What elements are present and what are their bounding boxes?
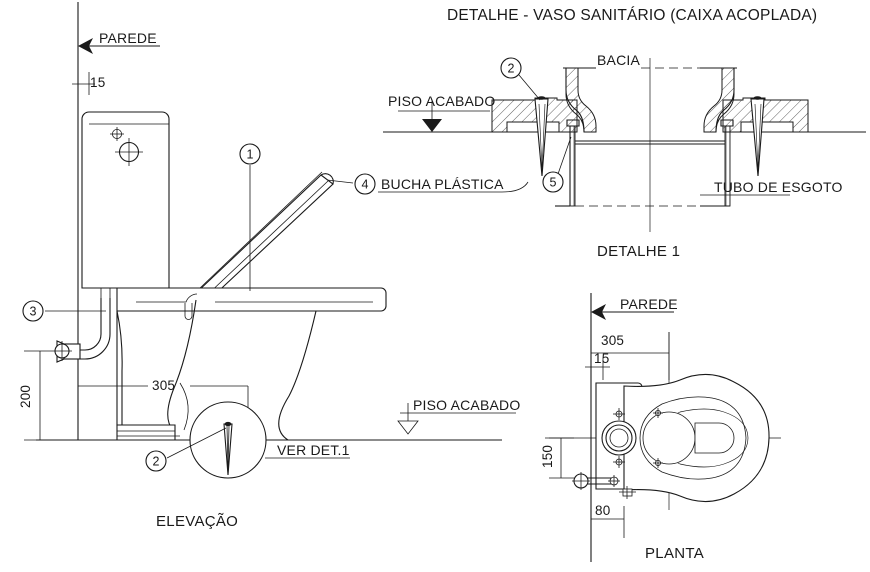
pedestal-left-body <box>116 310 123 426</box>
cistern-body <box>81 111 170 289</box>
svg-text:5: 5 <box>550 176 557 190</box>
svg-text:4: 4 <box>362 178 369 192</box>
plan-anchor-mark-lower <box>653 458 663 468</box>
svg-text:150: 150 <box>540 445 555 468</box>
drawing-title: DETALHE - VASO SANITÁRIO (CAIXA ACOPLADA… <box>447 7 817 24</box>
tubo-esgoto-label: TUBO DE ESGOTO <box>714 179 843 195</box>
svg-text:80: 80 <box>595 503 610 518</box>
plan-wall-arrow-icon <box>591 304 606 320</box>
dim15-text: 15 <box>90 75 105 90</box>
svg-text:305: 305 <box>601 333 624 348</box>
callout-4: 4 <box>326 173 376 195</box>
floor-label-detail1: PISO ACABADO <box>388 93 495 109</box>
drain-pipe-wall-left <box>569 125 576 207</box>
callout-1: 1 <box>239 143 261 291</box>
wall-arrow-icon <box>78 38 93 54</box>
elevation-view: PAREDE 15 <box>18 2 529 530</box>
wall-label: PAREDE <box>99 30 157 46</box>
floor-label-elevation: PISO ACABADO <box>413 397 520 413</box>
callout-2-detail1: 2 <box>500 57 541 101</box>
toilet-seat-lid <box>195 171 334 301</box>
plan-dim-80: 80 <box>591 503 625 538</box>
plan-flush-circle <box>642 411 696 465</box>
svg-text:2: 2 <box>153 455 160 469</box>
plan-view-label: PLANTA <box>645 545 704 562</box>
stop-valve-icon <box>52 340 81 363</box>
svg-text:3: 3 <box>30 305 37 319</box>
drain-flange-right <box>720 119 734 127</box>
plan-cistern-outlet-icon <box>601 420 637 456</box>
plan-anchor-mark-upper <box>653 408 663 418</box>
bowl-rim <box>116 287 387 312</box>
plan-dim-150: 150 <box>540 437 574 479</box>
plan-view: PAREDE 305 15 150 80 <box>540 293 781 562</box>
ver-det-label: VER DET.1 <box>277 442 350 458</box>
drain-flange-left <box>566 119 580 127</box>
bucha-leader-elevation <box>378 181 529 193</box>
bucha-label-elevation: BUCHA PLÁSTICA <box>381 176 504 192</box>
bacia-label: BACIA <box>597 52 640 68</box>
detail1-view: BACIA <box>383 52 866 260</box>
callout-5-detail1: 5 <box>542 136 572 193</box>
bowl-inner-curve <box>167 299 197 431</box>
cistern-flush-button-icon <box>115 138 143 166</box>
floor-level-symbol-elevation <box>397 403 516 435</box>
plan-bowl-rim-inner <box>639 396 747 480</box>
bowl-rim-lip <box>136 293 198 303</box>
bowl-contour-right <box>715 68 735 133</box>
plan-dim-15: 15 <box>585 351 610 380</box>
cistern-outlet <box>100 288 111 298</box>
plan-wall-label: PAREDE <box>620 296 678 312</box>
drain-pipe-wall-right <box>724 125 731 207</box>
callout-3: 3 <box>22 300 106 322</box>
bowl-foot-right <box>703 67 735 133</box>
seat-hinge-stub <box>184 303 193 320</box>
cistern-small-fitting-icon <box>110 127 124 141</box>
plan-stop-valve-icon <box>572 472 620 490</box>
bowl-outer-curve <box>278 310 317 441</box>
plan-fixing-bolt-bottom <box>613 456 625 468</box>
supply-hose-inner <box>79 298 111 360</box>
elevation-view-label: ELEVAÇÃO <box>156 513 238 530</box>
svg-text:15: 15 <box>594 351 609 366</box>
bowl-inner-curve2 <box>179 382 189 431</box>
detail-circle-elevation <box>189 401 267 479</box>
pedestal-base <box>116 424 176 441</box>
svg-text:305: 305 <box>152 378 175 393</box>
floor-slab-right <box>722 97 809 133</box>
anchor-screw-left <box>534 96 549 177</box>
svg-text:200: 200 <box>18 385 33 408</box>
dim-200: 200 <box>18 350 52 441</box>
bowl-foot-left <box>565 67 597 133</box>
plan-water-spreader <box>694 422 735 454</box>
anchor-screw-right <box>750 96 765 177</box>
callout-2-elevation: 2 <box>145 427 227 472</box>
svg-text:2: 2 <box>508 62 515 76</box>
svg-text:1: 1 <box>247 148 254 162</box>
floor-slab-left <box>491 97 578 133</box>
detail1-view-label: DETALHE 1 <box>597 243 680 260</box>
plan-fixing-bolt-top <box>613 408 625 420</box>
floor-level-symbol-detail1 <box>398 100 490 132</box>
bowl-contour-left <box>565 68 585 133</box>
supply-hose <box>79 298 102 351</box>
plan-cistern-bottom-fitting <box>619 486 636 499</box>
